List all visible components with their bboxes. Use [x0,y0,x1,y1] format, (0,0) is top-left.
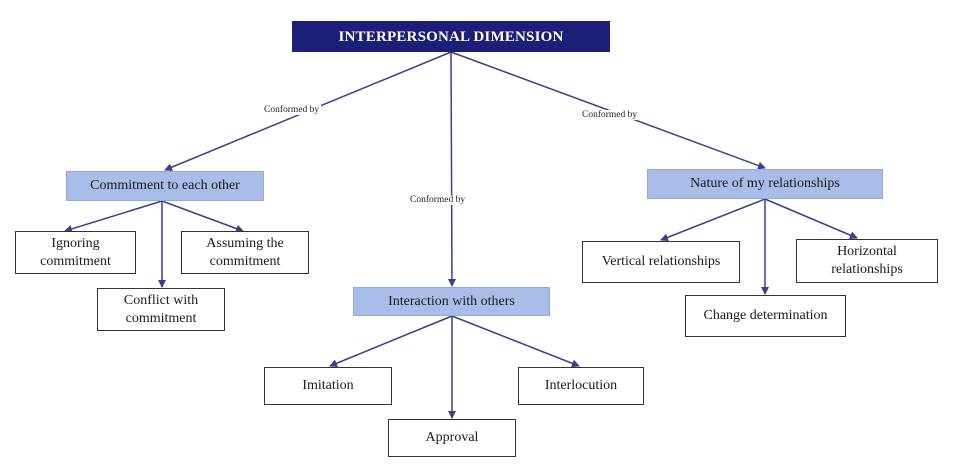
leaf-ignoring-commitment: Ignoring commitment [15,231,136,274]
edge-label-nature: Conformed by [580,110,640,120]
leaf-approval: Approval [388,419,516,457]
edge-nature-to-horizontal [764,198,858,239]
edge-root-to-interaction [447,51,456,287]
edge-label-commitment: Conformed by [262,105,322,115]
leaf-horizontal-relationships: Horizontal relationships [796,239,938,283]
edge-nature-to-vertical [660,198,766,242]
branch-nature: Nature of my relationships [647,169,883,199]
edge-commitment-to-ignoring [64,200,163,233]
edge-interaction-to-imitation [329,315,453,368]
leaf-interlocution: Interlocution [518,367,644,405]
leaf-imitation: Imitation [264,367,392,405]
leaf-assuming-the-commitment: Assuming the commitment [181,231,309,274]
leaf-change-determination: Change determination [685,295,846,337]
root-node: INTERPERSONAL DIMENSION [292,21,610,52]
edge-interaction-to-interlocution [451,315,580,368]
branch-interaction: Interaction with others [353,287,550,316]
edge-commitment-to-assuming [161,200,244,233]
edge-label-interaction: Conformed by [408,195,468,205]
leaf-vertical-relationships: Vertical relationships [582,241,740,283]
branch-commitment: Commitment to each other [66,171,264,201]
leaf-conflict-with-commitment: Conflict with commitment [97,288,225,331]
